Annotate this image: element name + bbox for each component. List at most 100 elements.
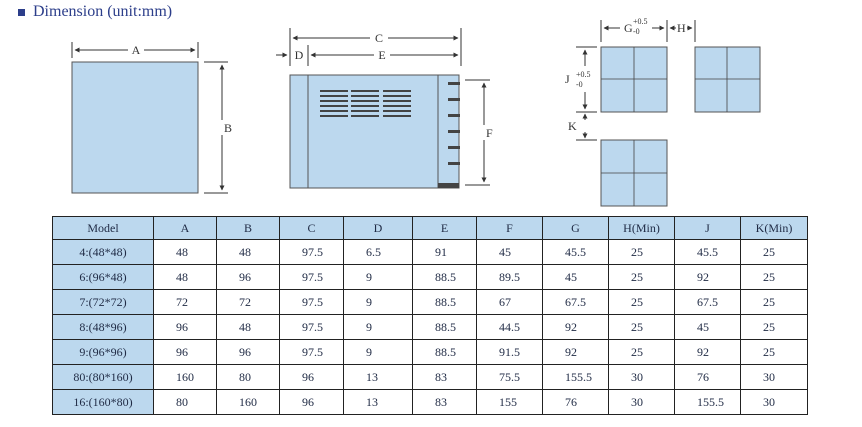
table-cell: 67 [476,289,543,315]
column-header: C [279,216,344,240]
table-cell: 88.5 [412,314,477,340]
dim-label-f: F [486,126,493,140]
dim-label-a: A [132,43,141,57]
front-panel [71,61,199,194]
table-cell: 96 [279,364,344,390]
table-cell: 96 [279,389,344,415]
table-cell: 25 [608,289,675,315]
table-cell: 9 [343,289,413,315]
table-cell: 96 [153,339,217,365]
column-header: H(Min) [608,216,675,240]
dim-tol-j-minus: -0 [576,80,583,89]
dim-label-d: D [295,48,304,62]
table-cell: 83 [412,364,477,390]
table-cell: 45 [674,314,741,340]
table-row: 6:(96*48) 48 96 97.5 9 88.5 89.5 45 25 9… [52,264,808,290]
dim-label-j: J [565,72,570,86]
table-cell: 160 [216,389,280,415]
table-cell: 83 [412,389,477,415]
model-cell: 6:(96*48) [52,264,154,290]
table-cell: 96 [216,264,280,290]
column-header: D [343,216,413,240]
table-cell: 88.5 [412,339,477,365]
model-cell: 80:(80*160) [52,364,154,390]
dimension-drawing: A B C D E [71,17,761,207]
table-cell: 48 [216,314,280,340]
table-cell: 48 [153,239,217,265]
table-cell: 67.5 [542,289,609,315]
table-row: 7:(72*72) 72 72 97.5 9 88.5 67 67.5 25 6… [52,289,808,315]
dim-label-k: K [568,119,577,133]
side-body [307,74,439,189]
panel-cutout-view: G +0.5 -0 H J +0.5 -0 K [565,17,761,207]
bullet-square-icon [18,8,25,16]
table-cell: 13 [343,389,413,415]
table-cell: 155.5 [674,389,741,415]
table-cell: 155.5 [542,364,609,390]
table-cell: 67.5 [674,289,741,315]
table-cell: 92 [542,339,609,365]
table-row: 8:(48*96) 96 48 97.5 9 88.5 44.5 92 25 4… [52,314,808,340]
table-header-row: Model A B C D E F G H(Min) J K(Min) [52,216,808,240]
table-cell: 45 [542,264,609,290]
model-cell: 16:(160*80) [52,389,154,415]
table-cell: 30 [608,364,675,390]
column-header: J [674,216,741,240]
column-header: B [216,216,280,240]
dim-label-h: H [677,21,686,35]
cutout-top-right [694,46,761,113]
table-cell: 44.5 [476,314,543,340]
column-header: F [476,216,543,240]
table-cell: 45 [476,239,543,265]
table-cell: 6.5 [343,239,413,265]
column-header: A [153,216,217,240]
table-cell: 72 [153,289,217,315]
column-header: E [412,216,477,240]
table-cell: 25 [740,314,808,340]
table-cell: 25 [608,314,675,340]
table-cell: 91.5 [476,339,543,365]
column-header: G [542,216,609,240]
table-cell: 9 [343,264,413,290]
table-cell: 76 [674,364,741,390]
table-cell: 97.5 [279,339,344,365]
table-row: 16:(160*80) 80 160 96 13 83 155 76 30 15… [52,389,808,415]
table-cell: 9 [343,314,413,340]
table-cell: 97.5 [279,239,344,265]
dim-label-e: E [378,48,385,62]
table-cell: 25 [740,239,808,265]
table-row: 9:(96*96) 96 96 97.5 9 88.5 91.5 92 25 9… [52,339,808,365]
table-cell: 30 [608,389,675,415]
table-cell: 80 [216,364,280,390]
table-cell: 45.5 [542,239,609,265]
table-cell: 76 [542,389,609,415]
table-cell: 96 [153,314,217,340]
table-cell: 155 [476,389,543,415]
table-cell: 92 [674,339,741,365]
table-cell: 92 [542,314,609,340]
table-cell: 91 [412,239,477,265]
table-cell: 88.5 [412,289,477,315]
dim-label-g: G [624,21,633,35]
side-bezel [289,74,309,189]
table-cell: 75.5 [476,364,543,390]
model-cell: 8:(48*96) [52,314,154,340]
column-header: K(Min) [740,216,808,240]
table-row: 80:(80*160) 160 80 96 13 83 75.5 155.5 3… [52,364,808,390]
table-cell: 48 [216,239,280,265]
section-title-text: Dimension (unit:mm) [33,3,173,20]
table-cell: 30 [740,364,808,390]
table-cell: 48 [153,264,217,290]
dim-label-b: B [224,121,232,135]
table-cell: 25 [608,264,675,290]
dimension-table: Model A B C D E F G H(Min) J K(Min) 4:(4… [52,216,808,415]
table-cell: 25 [740,289,808,315]
dim-tol-j-plus: +0.5 [576,70,591,79]
table-cell: 30 [740,389,808,415]
table-cell: 97.5 [279,314,344,340]
table-cell: 13 [343,364,413,390]
table-cell: 72 [216,289,280,315]
table-cell: 25 [608,339,675,365]
table-cell: 45.5 [674,239,741,265]
dim-label-c: C [375,31,383,45]
